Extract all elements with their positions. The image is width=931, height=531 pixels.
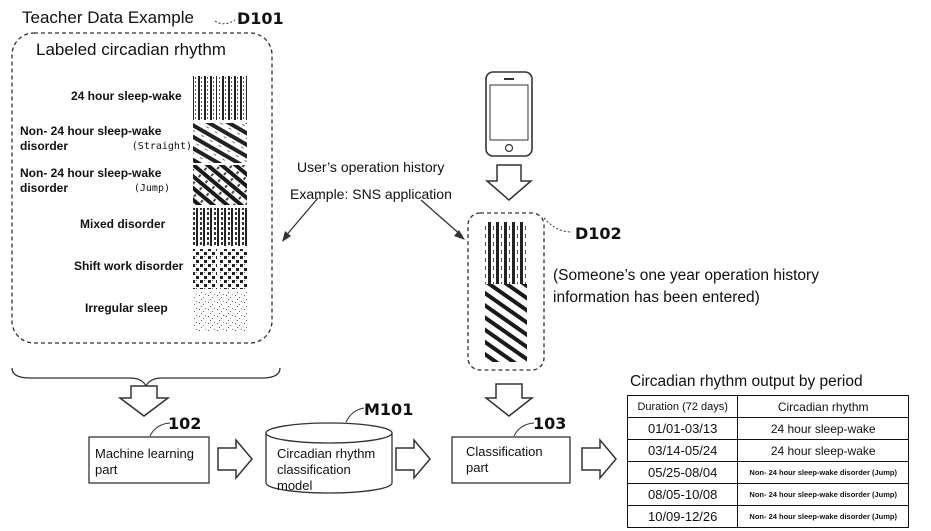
table-row: 05/25-08/04 Non- 24 hour sleep-wake diso…	[626, 461, 909, 484]
output-table: Duration (72 days) Circadian rhythm 01/0…	[626, 395, 909, 528]
actogram-irregular	[193, 292, 247, 332]
classification-box	[451, 436, 571, 484]
model-cylinder	[265, 422, 393, 494]
arrow-phone-to-d102	[484, 164, 534, 201]
smartphone-icon	[485, 71, 533, 157]
ref-d102: D102	[575, 224, 622, 243]
table-row: 10/09-12/26 Non- 24 hour sleep-wake diso…	[626, 505, 909, 528]
label-24h: 24 hour sleep-wake	[71, 89, 182, 103]
rhythm-cell: 24 hour sleep-wake	[737, 417, 909, 440]
table-header-row: Duration (72 days) Circadian rhythm	[626, 395, 909, 418]
arrow-history-to-d102	[420, 199, 463, 237]
history-label: User’s operation history	[297, 159, 445, 175]
actogram-mixed	[193, 208, 247, 246]
duration-cell: 10/09-12/26	[626, 505, 739, 528]
rhythm-cell: 24 hour sleep-wake	[737, 439, 909, 462]
ref-103: 103	[533, 414, 567, 433]
teacher-data-frame	[11, 32, 273, 344]
duration-cell: 03/14-05/24	[626, 439, 739, 462]
ml-part-label: Machine learning part	[95, 446, 195, 477]
table-row: 08/05-10/08 Non- 24 hour sleep-wake diso…	[626, 483, 909, 506]
arrow-history-to-teacher	[283, 197, 319, 239]
d102-note: (Someone’s one year operation history in…	[553, 267, 819, 306]
rhythm-cell: Non- 24 hour sleep-wake disorder (Jump)	[737, 483, 909, 506]
duration-cell: 01/01-03/13	[626, 417, 739, 440]
actogram-shift	[193, 249, 247, 289]
arrow-ml-to-model	[217, 437, 253, 481]
labeled-rhythm-subtitle: Labeled circadian rhythm	[36, 40, 226, 59]
rhythm-cell: Non- 24 hour sleep-wake disorder (Jump)	[737, 505, 909, 528]
rhythm-cell: Non- 24 hour sleep-wake disorder (Jump)	[737, 461, 909, 484]
actogram-jump	[193, 165, 247, 205]
label-irregular: Irregular sleep	[85, 301, 168, 315]
output-title: Circadian rhythm output by period	[630, 373, 863, 390]
model-label: Circadian rhythm classification model	[277, 446, 376, 493]
label-non24-straight: Non- 24 hour sleep-wake disorder(Straigh…	[20, 124, 192, 153]
classification-label: Classification part	[466, 444, 543, 475]
actogram-user-top	[485, 222, 527, 284]
actogram-straight	[193, 123, 247, 163]
user-history-frame	[467, 212, 545, 371]
col-rhythm: Circadian rhythm	[737, 395, 909, 418]
table-row: 03/14-05/24 24 hour sleep-wake	[626, 439, 909, 462]
actogram-24h	[193, 76, 247, 120]
duration-cell: 08/05-10/08	[626, 483, 739, 506]
ref-d101: D101	[237, 9, 284, 28]
duration-cell: 05/25-08/04	[626, 461, 739, 484]
arrow-model-to-classification	[395, 437, 431, 481]
label-non24-jump: Non- 24 hour sleep-wake disorder(Jump)	[20, 166, 170, 195]
arrow-d102-to-classification	[483, 383, 535, 417]
actogram-user-bottom	[485, 284, 527, 362]
table-row: 01/01-03/13 24 hour sleep-wake	[626, 417, 909, 440]
ml-part-box	[88, 436, 210, 484]
ref-102: 102	[168, 414, 202, 433]
ref-m101: M101	[364, 400, 414, 419]
arrow-brace-to-ml	[117, 385, 171, 417]
label-shift: Shift work disorder	[74, 259, 184, 273]
teacher-data-title: Teacher Data Example	[22, 8, 194, 27]
col-duration: Duration (72 days)	[626, 395, 739, 418]
arrow-classification-to-output	[581, 437, 617, 481]
label-mixed: Mixed disorder	[80, 217, 166, 231]
history-example: Example: SNS application	[290, 186, 452, 202]
